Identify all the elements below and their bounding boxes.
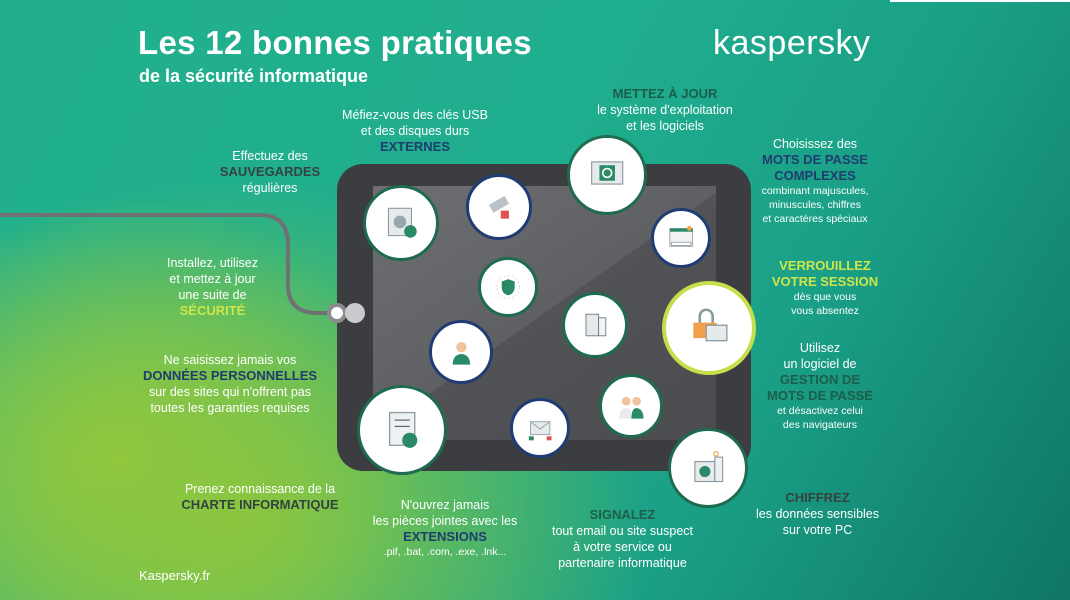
tip-text: et des disques durs [360, 124, 470, 138]
tip-text: Prenez connaissance de la [184, 482, 336, 496]
server-icon [562, 292, 628, 358]
encryption-safe-icon [668, 428, 748, 508]
tip-keyword: CHIFFREZ [785, 490, 850, 505]
tip-text: les pièces jointes avec les [372, 514, 518, 528]
tip-text: combinant majuscules, [761, 185, 869, 197]
tip-password-manager: Utilisez un logiciel de GESTION DE MOTS … [755, 340, 885, 432]
tip-text: Utilisez [799, 341, 841, 355]
tip-charter: Prenez connaissance de la CHARTE INFORMA… [170, 481, 350, 513]
tip-keyword: MOTS DE PASSE [762, 152, 868, 167]
tip-text: et désactivez celui [777, 405, 863, 417]
top-strip [890, 0, 1070, 2]
tip-text: à votre service ou [573, 540, 672, 554]
tip-text: et caractères spéciaux [762, 213, 868, 225]
tip-text: Effectuez des [232, 149, 308, 163]
tip-text: minuscules, chiffres [768, 199, 861, 211]
tip-attachments: N'ouvrez jamais les pièces jointes avec … [360, 497, 530, 559]
tip-text: sur votre PC [782, 523, 853, 537]
tablet-buttons [327, 303, 365, 323]
home-button [327, 303, 347, 323]
tip-keyword: SÉCURITÉ [179, 303, 246, 318]
tip-personal-data: Ne saisissez jamais vos DONNÉES PERSONNE… [130, 352, 330, 416]
usb-key-icon [466, 174, 532, 240]
tip-text: tout email ou site suspect [551, 524, 694, 538]
tip-text: et les logiciels [626, 119, 704, 133]
password-key-icon [651, 208, 711, 268]
tip-keyword: DONNÉES PERSONNELLES [142, 368, 318, 383]
tip-keyword: EXTENSIONS [403, 529, 487, 544]
tip-text: sur des sites qui n'offrent pas [149, 385, 311, 399]
email-icon [510, 398, 570, 458]
tip-text: dès que vous [793, 291, 857, 303]
tip-text: N'ouvrez jamais [400, 498, 490, 512]
tip-keyword: MOTS DE PASSE [767, 388, 873, 403]
tip-text: un logiciel de [783, 357, 857, 371]
tip-keyword: COMPLEXES [774, 168, 856, 183]
tip-text: une suite de [178, 288, 247, 302]
lock-session-icon [662, 281, 756, 375]
tip-text: Ne saisissez jamais vos [163, 353, 297, 367]
tip-lock: VERROUILLEZ VOTRE SESSION dès que vous v… [760, 258, 890, 318]
backup-disk-icon [363, 185, 439, 261]
document-charter-icon [357, 385, 447, 475]
tip-keyword: SIGNALEZ [589, 507, 656, 522]
security-shield-icon [478, 257, 538, 317]
tip-encrypt: CHIFFREZ les données sensibles sur votre… [745, 490, 890, 538]
tip-text: régulières [242, 181, 298, 195]
update-sync-icon [567, 135, 647, 215]
tip-passwords: Choisissez des MOTS DE PASSE COMPLEXES c… [745, 136, 885, 226]
camera-dot [345, 303, 365, 323]
tip-update: METTEZ À JOUR le système d'exploitation … [565, 86, 765, 134]
tip-keyword: EXTERNES [379, 139, 451, 154]
tip-usb: Méfiez-vous des clés USB et des disques … [315, 107, 515, 155]
tip-report: SIGNALEZ tout email ou site suspect à vo… [535, 507, 710, 571]
page-title: Les 12 bonnes pratiques [138, 24, 532, 61]
kaspersky-logo: kaspersky [713, 24, 871, 62]
tip-text: vous absentez [791, 305, 859, 317]
tip-text: Méfiez-vous des clés USB [342, 108, 488, 122]
tip-text: les données sensibles [756, 507, 879, 521]
tip-text: Installez, utilisez [166, 256, 258, 270]
footer-site-link[interactable]: Kaspersky.fr [139, 568, 211, 583]
tip-security: Installez, utilisez et mettez à jour une… [150, 255, 275, 319]
tip-keyword: CHARTE INFORMATIQUE [181, 497, 339, 512]
tip-keyword: SAUVEGARDES [219, 164, 321, 179]
tip-text: et mettez à jour [169, 272, 256, 286]
tip-text: Choisissez des [772, 137, 858, 151]
tip-keyword: VOTRE SESSION [771, 274, 879, 289]
tip-keyword: VERROUILLEZ [779, 258, 871, 273]
tip-text: partenaire informatique [558, 556, 687, 570]
tip-keyword: METTEZ À JOUR [612, 86, 718, 101]
tip-text: toutes les garanties requises [150, 401, 310, 415]
tip-keyword: GESTION DE [779, 372, 861, 387]
tip-text: des navigateurs [782, 419, 858, 431]
two-people-icon [599, 374, 663, 438]
cable-line [0, 213, 335, 315]
person-icon [429, 320, 493, 384]
tip-backup: Effectuez des SAUVEGARDES régulières [200, 148, 340, 196]
page-subtitle: de la sécurité informatique [139, 66, 369, 86]
tip-text: .pif, .bat, .com, .exe, .lnk... [383, 546, 507, 558]
tip-text: le système d'exploitation [597, 103, 733, 117]
